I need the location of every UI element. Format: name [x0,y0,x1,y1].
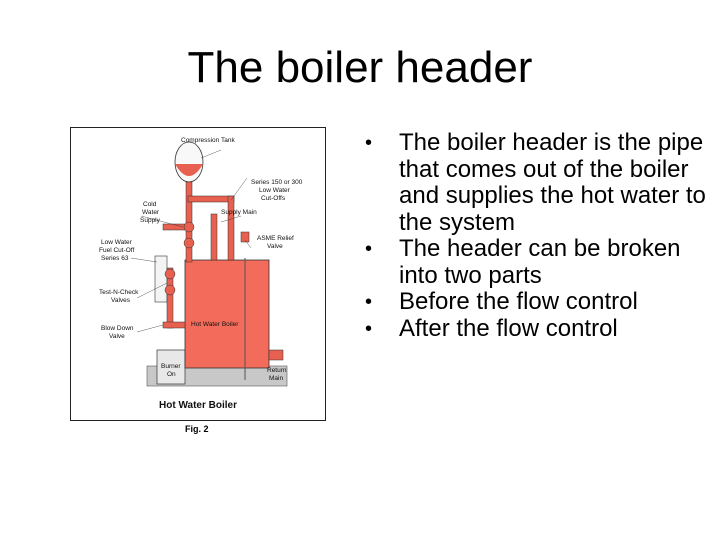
label-burner-2: On [167,371,176,378]
relief-valve [240,231,250,243]
bullet-text: The header can be broken into two parts [399,235,681,289]
bullet-text: The boiler header is the pipe that comes… [399,129,706,236]
label-test-check-1: Test-N-Check [99,289,139,296]
label-test-check-2: Valves [111,297,131,304]
pipe-fitting-2 [183,237,195,249]
bullet-text: Before the flow control [399,288,638,315]
return-pipe [268,349,284,361]
check-valve-2 [164,284,176,296]
bullet-item: • The boiler header is the pipe that come… [363,129,708,236]
label-series-cutoffs-3: Cut-Offs [261,195,286,202]
bullet-item: • After the flow control [363,314,708,343]
label-low-water-fuel-1: Low Water [101,239,133,246]
slide-title: The boiler header [187,43,533,92]
burner-box [156,349,186,385]
boiler-diagram-illustration: Compression Tank Series 150 or 300 Low W… [99,137,303,411]
label-cold-water-1: Cold [143,201,157,208]
boiler-diagram: Compression Tank Series 150 or 300 Low W… [70,127,326,421]
label-series-cutoffs-2: Low Water [259,187,291,194]
label-supply-main: Supply Main [221,209,257,216]
label-asme-1: ASME Relief [257,235,294,242]
bullet-list: • The boiler header is the pipe that come… [363,129,708,343]
diagram-caption: Hot Water Boiler [159,400,237,411]
supply-pipe-h [187,195,235,203]
check-valve-1 [164,268,176,280]
boiler-body [184,259,270,369]
label-blow-down-2: Valve [109,333,125,340]
bullet-item: • The header can be broken into two parts [363,235,708,289]
label-blow-down-1: Blow Down [101,325,134,332]
bullet-icon: • [365,317,373,340]
label-cold-water-2: Water [142,209,160,216]
label-return-1: Return [267,367,287,374]
figure-label: Fig. 2 [185,424,209,434]
label-low-water-fuel-3: Series 63 [101,255,129,262]
compression-tank-water [175,164,203,176]
label-burner-1: Burner [161,363,181,370]
label-low-water-fuel-2: Fuel Cut-Off [99,247,134,254]
label-asme-2: Valve [267,243,283,250]
pipe-fitting-1 [183,221,195,233]
supply-pipe-v [227,195,235,261]
label-compression-tank: Compression Tank [181,137,235,144]
label-cold-water-3: Supply [140,217,161,224]
bullet-icon: • [365,132,373,154]
bullet-icon: • [365,291,373,313]
leader-lines [130,149,252,333]
label-return-2: Main [269,375,283,382]
gauge-column [154,255,168,303]
label-series-cutoffs-1: Series 150 or 300 [251,179,303,186]
bullet-text: After the flow control [399,314,618,342]
supply-main [210,213,218,261]
blow-down-valve [162,321,186,329]
bullet-item: • Before the flow control [363,288,708,316]
bullet-icon: • [365,238,373,260]
label-hot-water-boiler: Hot Water Boiler [191,321,239,328]
